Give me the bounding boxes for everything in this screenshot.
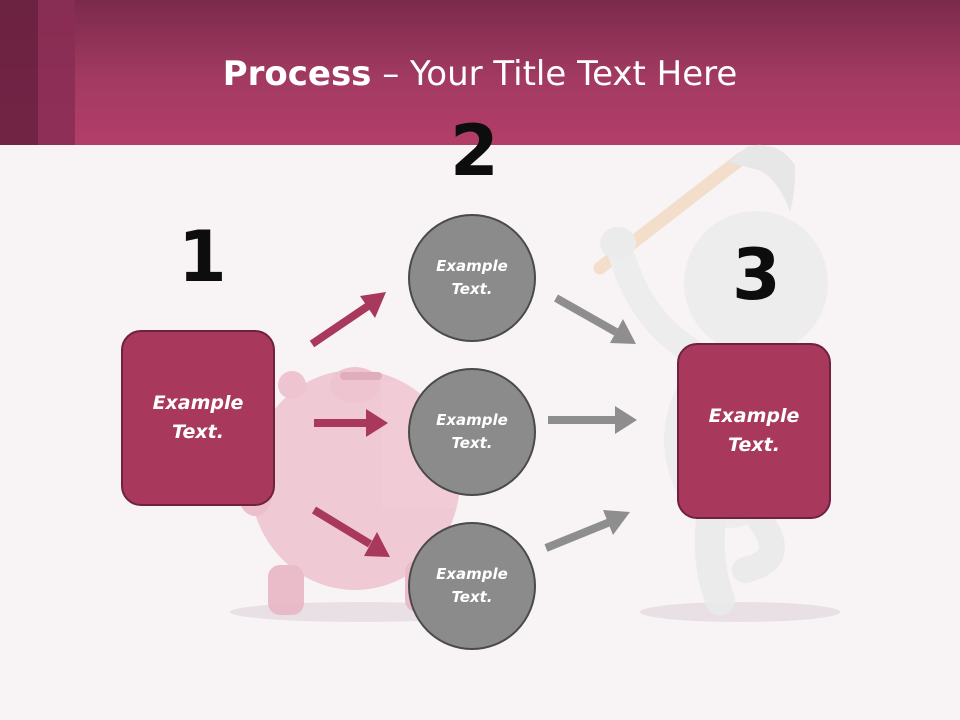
step-number-2: 2 — [450, 110, 499, 192]
step1-label: Example Text. — [152, 392, 244, 443]
circle-label: Example Text. — [436, 257, 508, 298]
header-stripe — [0, 0, 38, 145]
arrow-from-circle-middle — [548, 406, 637, 434]
step1-box[interactable]: Example Text. — [121, 330, 275, 506]
arrow-to-circle-top — [309, 292, 386, 348]
title-rest: – Your Title Text Here — [371, 54, 738, 94]
step3-box[interactable]: Example Text. — [677, 343, 831, 519]
step-number-3: 3 — [732, 234, 781, 316]
title-bold: Process — [222, 54, 372, 94]
arrow-from-circle-top — [554, 294, 636, 344]
arrow-from-circle-bottom — [544, 510, 630, 552]
step-number-1: 1 — [178, 216, 227, 298]
title-bar — [0, 0, 960, 145]
arrow-to-circle-middle — [314, 409, 388, 437]
step3-label: Example Text. — [708, 405, 800, 456]
step2-circle-top[interactable]: Example Text. — [408, 214, 536, 342]
header-stripe — [38, 0, 75, 145]
slide-title[interactable]: Process – Your Title Text Here — [0, 52, 960, 96]
step2-circle-middle[interactable]: Example Text. — [408, 368, 536, 496]
circle-label: Example Text. — [436, 565, 508, 606]
step2-circle-bottom[interactable]: Example Text. — [408, 522, 536, 650]
circle-label: Example Text. — [436, 411, 508, 452]
shadow — [640, 602, 840, 622]
arrow-to-circle-bottom — [311, 506, 390, 557]
